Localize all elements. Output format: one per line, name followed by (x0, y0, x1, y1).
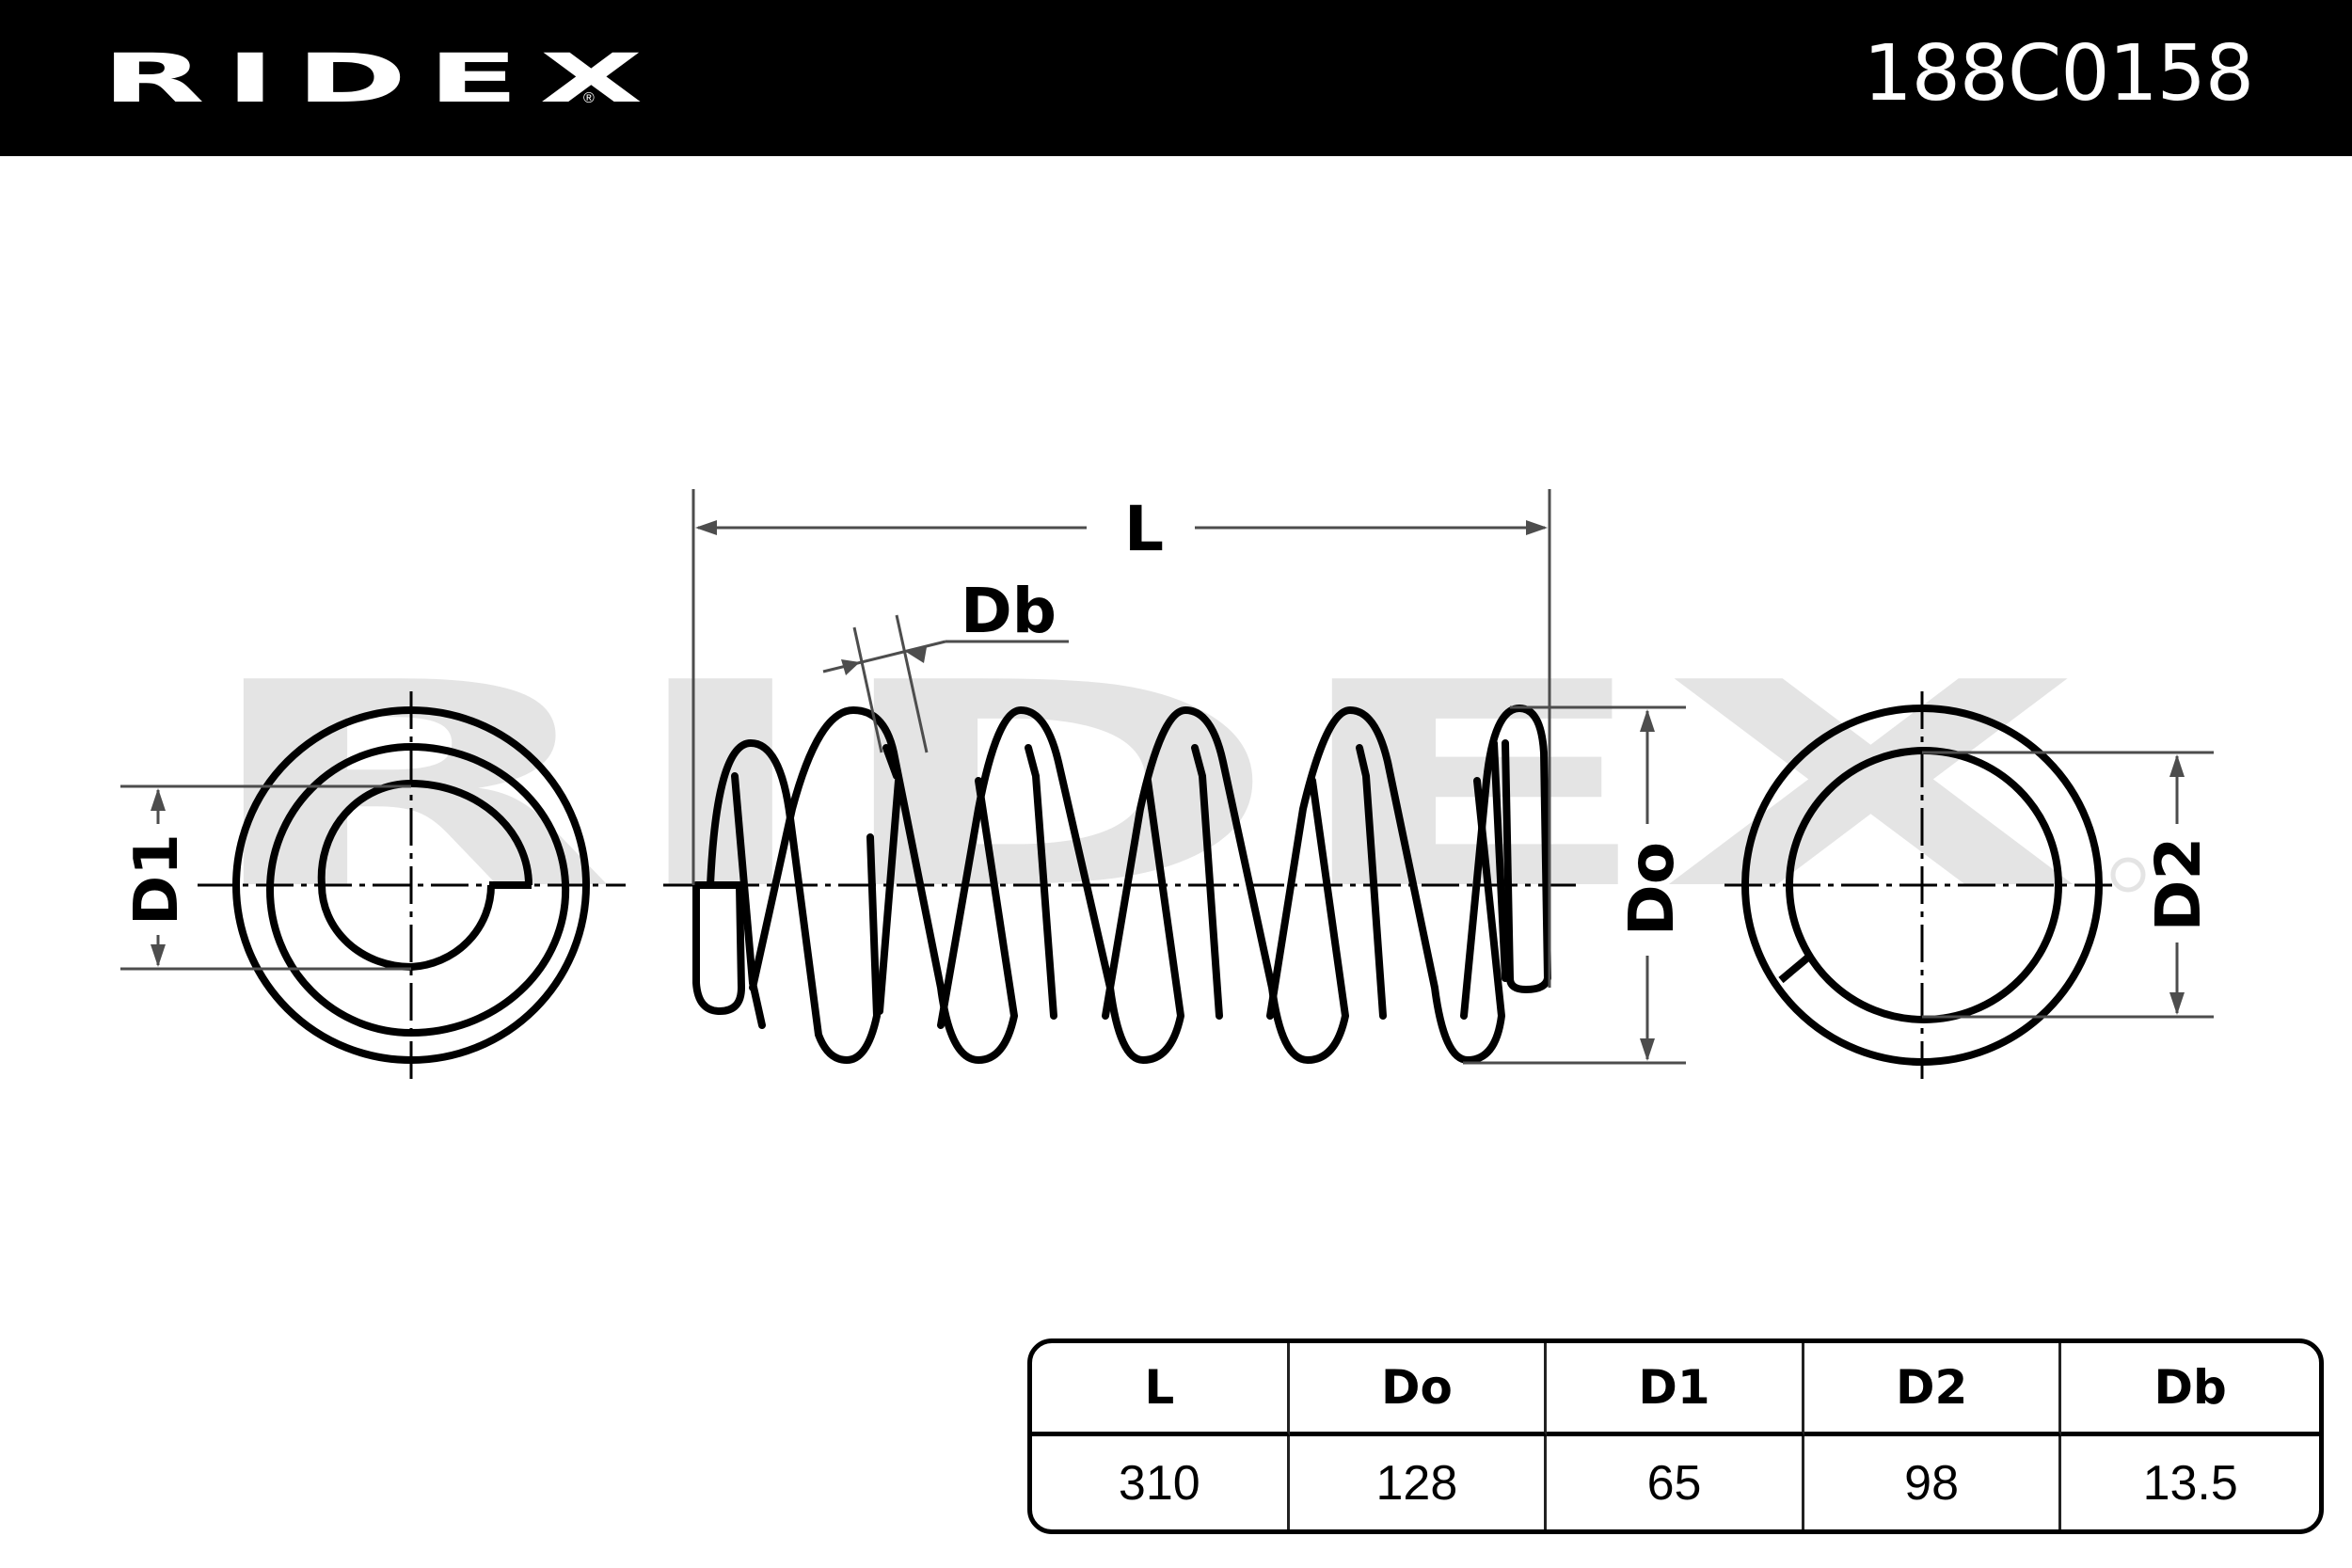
table-header-do: Do (1289, 1343, 1548, 1436)
watermark-text: RIDEX (193, 623, 2084, 951)
spring-side-view (692, 705, 1551, 1064)
table-header-l: L (1032, 1343, 1290, 1436)
left-center-lines (198, 691, 626, 1080)
d1-label: D1 (122, 833, 192, 926)
watermark-registered-icon (2110, 857, 2146, 893)
d1-dimension (120, 784, 411, 971)
part-number: 188C0158 (1863, 29, 2254, 119)
table-value-do: 128 (1290, 1436, 1548, 1529)
registered-mark-icon: ® (583, 90, 595, 106)
table-value-l: 310 (1032, 1436, 1290, 1529)
d2-label: D2 (2142, 837, 2215, 932)
left-inner-coil (317, 779, 532, 972)
right-center-lines (1724, 691, 2120, 1080)
header-bar: RIDEX ® 188C0158 (0, 0, 2352, 156)
spring-coil-1 (749, 706, 1018, 1064)
spring-coil-3 (1102, 706, 1349, 1064)
d2-dimension (1922, 751, 2214, 1019)
db-dimension (822, 614, 1069, 753)
spring-coil-2 (937, 706, 1184, 1064)
brand-logo: RIDEX (102, 39, 664, 119)
table-header-d2: D2 (1804, 1343, 2062, 1436)
table-value-db: 13.5 (2142, 1455, 2238, 1511)
l-label: L (1124, 493, 1164, 565)
do-label: Do (1615, 842, 1688, 936)
spring-coil-4 (1266, 706, 1505, 1064)
right-coil-end (1778, 952, 1813, 984)
do-dimension (1463, 705, 1686, 1065)
table-header-d1: D1 (1547, 1343, 1804, 1436)
l-dimension (691, 489, 1551, 988)
table-value-d2: 98 (1804, 1436, 2062, 1529)
table-value-d1: 65 (1547, 1436, 1804, 1529)
spring-right-end (1460, 705, 1551, 1020)
spec-table: L Do D1 D2 Db 310 128 65 98 13.5 (1027, 1338, 2324, 1534)
db-label: Db (961, 575, 1057, 647)
table-header-db: Db (2061, 1343, 2319, 1436)
